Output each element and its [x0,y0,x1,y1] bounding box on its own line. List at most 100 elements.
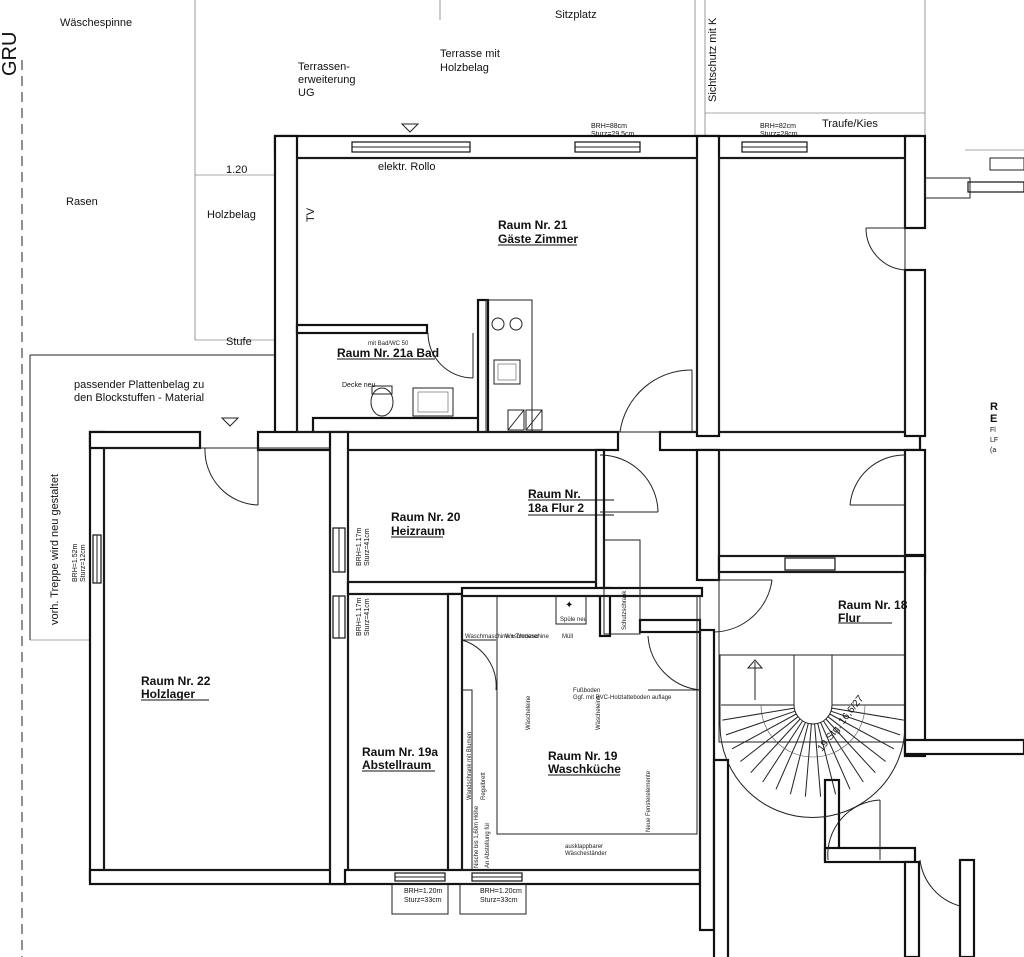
utility-sink-icon [555,595,587,625]
note-regal-1: Wandschrank mit Blumen [467,732,473,800]
stair-tread [814,723,822,797]
window-3-sturz: Sturz=12cm [80,544,87,582]
label-sitzplatz: Sitzplatz [555,9,597,21]
room-18a-number: Raum Nr. [528,487,581,501]
stair-tread [829,713,895,750]
note-fussboden-2: Ggf. mit PVC-Holzlatteboden auflage [573,695,672,701]
label-dim-120: 1.20 [226,164,247,176]
window-7-brh: BRH=1.20cm [480,888,522,895]
room-outlines [103,157,906,871]
window-annotations: BRH=88cm Sturz=29.5cm BRH=82cm Sturz=28c… [72,123,798,904]
note-regal-2: Regalbrett [481,772,487,800]
label-terrassen-3: UG [298,87,315,99]
room-19-number: Raum Nr. 19 [548,749,618,763]
edge-r3: Fl [990,427,996,434]
note-waschleine-2: Wäscheleine [596,695,602,730]
note-waschmaschine: Waschmaschine [505,634,549,640]
room-20-name: Heizraum [391,524,445,538]
stair-tread [827,716,886,762]
doors [204,227,961,907]
room-19a-name: Abstellraum [362,758,431,772]
view-markers [220,123,420,427]
stair-tread [825,718,876,774]
site-labels: Wäschespinne Sitzplatz Sichtschutz mit K… [0,9,998,754]
window-4-sturz: Sturz=41cm [364,528,371,566]
room-18-name: Flur [838,611,861,625]
note-spuele: Spüle neu [560,617,587,623]
spiral-staircase [719,654,906,818]
window-5-sturz: Sturz=41cm [364,598,371,636]
note-ausklapp-1: ausklappbarer [565,844,603,850]
room-21-name: Gäste Zimmer [498,232,578,246]
window-2-brh: BRH=82cm [760,123,796,130]
fixture-notes: Waschmaschine + Trockner Waschmaschine M… [342,341,672,868]
window-6-sturz: Sturz=33cm [404,897,442,904]
stair-tread [822,720,864,783]
edge-r1: R [990,401,998,413]
note-ausklapp-2: Wäscheständer [565,851,607,857]
stove-icon [491,317,505,331]
window-2-sturz: Sturz=28cm [760,131,798,138]
stair-tread [830,710,901,736]
stair-tread [820,722,851,790]
stair-walkline [760,704,866,758]
note-waschleine-1: Wäscheleine [526,695,532,730]
room-22-name: Holzlager [141,687,195,701]
window-7-sturz: Sturz=33cm [480,897,518,904]
stair-tread [725,710,796,736]
note-fenster-neu: Neue Fensterelemente [646,770,652,832]
label-sichtschutz: Sichtschutz mit K [707,17,719,102]
stair-tread [750,718,801,774]
label-terrasse-2: Holzbelag [440,62,489,74]
stair-tread [762,720,804,783]
label-platten-1: passender Plattenbelag zu [74,379,204,391]
room-22-number: Raum Nr. 22 [141,674,211,688]
room-20-number: Raum Nr. 20 [391,510,461,524]
window-6-brh: BRH=1.20m [404,888,442,895]
room-21-number: Raum Nr. 21 [498,218,568,232]
label-schutzschrank: Schutzschrank [622,590,628,630]
room-19-name: Waschküche [548,762,621,776]
label-stair: 19 Stg. 16,6/27 [816,693,867,754]
label-terrasse-1: Terrasse mit [440,48,500,60]
svg-text:✦: ✦ [565,600,573,611]
label-underlines [141,244,892,776]
note-bad: mit Bad/WC 50 [368,341,409,347]
edge-r5: (a [990,447,996,454]
label-treppe: vorh. Treppe wird neu gestaltet [49,474,61,625]
stair-tread [722,707,795,721]
room-18a-name: 18a Flur 2 [528,501,584,515]
label-traufe: Traufe/Kies [822,118,878,130]
note-regal-3: Nische bis 1,60m Höhe [474,805,480,868]
room-labels: Raum Nr. 21 Gäste Zimmer Raum Nr. 21a Ba… [141,218,908,776]
note-regal-4: An Abstellung für [485,823,491,868]
stair-tread [740,716,799,762]
note-waschmaschine-trockner: Waschmaschine + Trockner [465,634,539,640]
stair-tread [817,723,837,795]
window-1-brh: BRH=88cm [591,123,627,130]
windows [92,141,1024,915]
stair-tread [789,723,809,795]
kitchen-sink-icon [493,359,521,385]
window-4-brh: BRH=1.17m [356,528,363,566]
note-bad-decke: Decke neu [342,382,376,389]
fixtures: ✦ [370,157,1024,635]
note-fussboden-1: Fußboden [573,688,600,694]
label-gru: GRU [0,32,21,76]
stair-tread [731,713,797,750]
label-platten-2: den Blockstuffen - Material [74,392,204,404]
label-terrassen-2: erweiterung [298,74,355,86]
label-stufe: Stufe [226,336,252,348]
room-19a-number: Raum Nr. 19a [362,745,438,759]
window-3-brh: BRH=1.52m [72,544,79,582]
note-muell: Müll [562,634,573,640]
label-rollo: elektr. Rollo [378,161,435,173]
room-18-number: Raum Nr. 18 [838,598,908,612]
edge-r4: LF [990,437,998,444]
label-waeschespinne: Wäschespinne [60,17,132,29]
toilet-icon [370,387,394,417]
window-1-sturz: Sturz=29.5cm [591,131,635,138]
window-5-brh: BRH=1.17m [356,598,363,636]
bath-sink-icon [412,387,454,417]
